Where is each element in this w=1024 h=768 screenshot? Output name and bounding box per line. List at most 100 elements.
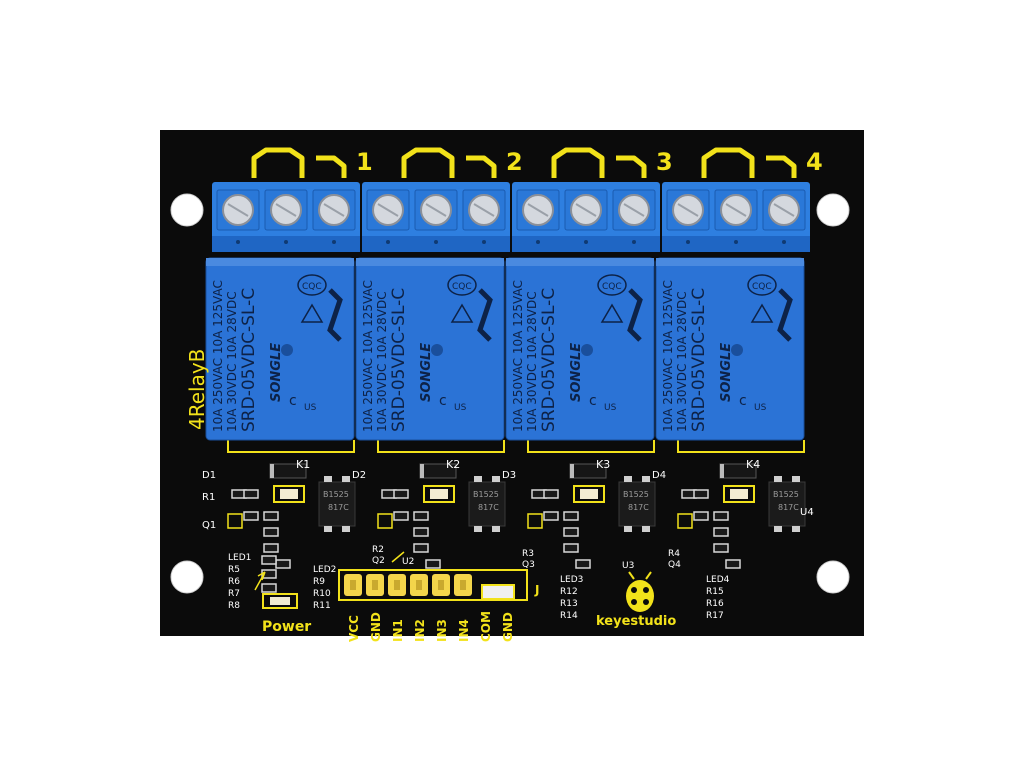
- component-ref: LED3: [560, 575, 583, 585]
- relay-rating: 10A 250VAC 10A 125VAC: [361, 280, 375, 432]
- transistor-outline: [677, 513, 693, 529]
- nc-bracket: [701, 147, 755, 178]
- smd-resistor: [563, 527, 579, 537]
- bug-icon: [626, 571, 654, 612]
- mounting-hole-rim: [816, 560, 850, 594]
- ul-mark: c: [439, 393, 447, 409]
- relay-rating: 10A 30VDC 10A 28VDC: [225, 291, 239, 432]
- header-pin-tip: [394, 580, 400, 590]
- opto-pin: [492, 476, 500, 482]
- smd-resistor: [243, 511, 259, 521]
- smd-resistor: [413, 527, 429, 537]
- opto-pin: [624, 526, 632, 532]
- brand-label: keyestudio: [596, 614, 676, 629]
- header-pin-tip: [438, 580, 444, 590]
- nc-bracket: [551, 147, 605, 178]
- relay-outline: [377, 440, 505, 453]
- opto-pin: [642, 526, 650, 532]
- screw-terminal: [212, 182, 360, 252]
- screw-slot: [323, 203, 345, 217]
- no-bracket: [616, 155, 647, 178]
- screw-slot: [527, 203, 549, 217]
- diode-band: [570, 464, 574, 478]
- transistor-ref: Q1: [202, 520, 216, 531]
- opto-pin: [642, 476, 650, 482]
- ul-mark: c: [289, 393, 297, 409]
- power-led: Power: [262, 593, 311, 635]
- smd-resistor: [543, 489, 559, 499]
- smd-resistor: [261, 583, 277, 593]
- terminal-dot: [386, 240, 390, 244]
- relay-cert: CQC: [747, 274, 793, 342]
- mounting-hole-rim: [170, 560, 204, 594]
- screw-slot: [773, 203, 795, 217]
- terminal-dot: [536, 240, 540, 244]
- opto-pin: [474, 526, 482, 532]
- component-ref: R15: [706, 587, 724, 597]
- screw-terminal: [362, 182, 510, 252]
- component-ref: R9: [313, 577, 325, 587]
- relay-model: SRD-05VDC-SL-C: [539, 288, 559, 432]
- relay-top-edge: [356, 258, 504, 266]
- header-pin-tip: [350, 580, 356, 590]
- triangle-mark: [600, 303, 624, 323]
- header-pin-label: IN3: [435, 619, 449, 642]
- transistor-outline: [377, 513, 393, 529]
- cqc-text: CQC: [602, 282, 622, 292]
- nc-bracket: [251, 147, 305, 178]
- transistor-outline: [227, 513, 243, 529]
- cqc-text: CQC: [752, 282, 772, 292]
- screw-terminal: [662, 182, 810, 252]
- led-outline: [273, 485, 305, 503]
- relay-dot: [731, 344, 743, 356]
- terminal-dot: [236, 240, 240, 244]
- relay-model: SRD-05VDC-SL-C: [389, 288, 409, 432]
- terminal-dot: [632, 240, 636, 244]
- header-pin-label: GND: [501, 612, 515, 642]
- component-ref: R7: [228, 589, 240, 599]
- opto-pin: [342, 526, 350, 532]
- led-chip: [730, 489, 748, 499]
- relay-ref: K2: [446, 458, 460, 471]
- songle-logo: [327, 288, 343, 342]
- smd-resistor: [543, 511, 559, 521]
- cqc-text: CQC: [302, 282, 322, 292]
- header-pin-tip: [372, 580, 378, 590]
- relay-outline: [227, 440, 355, 453]
- ul-mark: c: [739, 393, 747, 409]
- component-ref: R6: [228, 577, 240, 587]
- smd-resistor: [425, 559, 441, 569]
- relay-brand: SONGLE: [719, 343, 734, 402]
- opto-pin: [774, 476, 782, 482]
- relay-brand: SONGLE: [419, 343, 434, 402]
- relay-ref: K1: [296, 458, 310, 471]
- terminal-dot: [482, 240, 486, 244]
- header-pin-label: VCC: [347, 615, 361, 642]
- header-pin-tip: [416, 580, 422, 590]
- transistor-ref: Q2: [372, 556, 385, 566]
- relay-ref: K3: [596, 458, 610, 471]
- opto-pin: [324, 526, 332, 532]
- screw-slot: [677, 203, 699, 217]
- header-pin-label: IN2: [413, 619, 427, 642]
- screw-slot: [623, 203, 645, 217]
- smd-resistor: [263, 543, 279, 553]
- transistor-ref: Q4: [668, 560, 681, 570]
- cqc-badge: [447, 274, 477, 296]
- opto-pin: [324, 476, 332, 482]
- component-ref: R8: [228, 601, 240, 611]
- resistor-ref: R2: [372, 545, 384, 555]
- component-ref: LED2: [313, 565, 336, 575]
- ul-text: US: [304, 403, 317, 413]
- opto-ref: U4: [800, 507, 814, 518]
- jumper: J: [481, 583, 539, 600]
- screw-terminal: [512, 182, 660, 252]
- ul-text: US: [604, 403, 617, 413]
- channel-number: 3: [656, 148, 673, 176]
